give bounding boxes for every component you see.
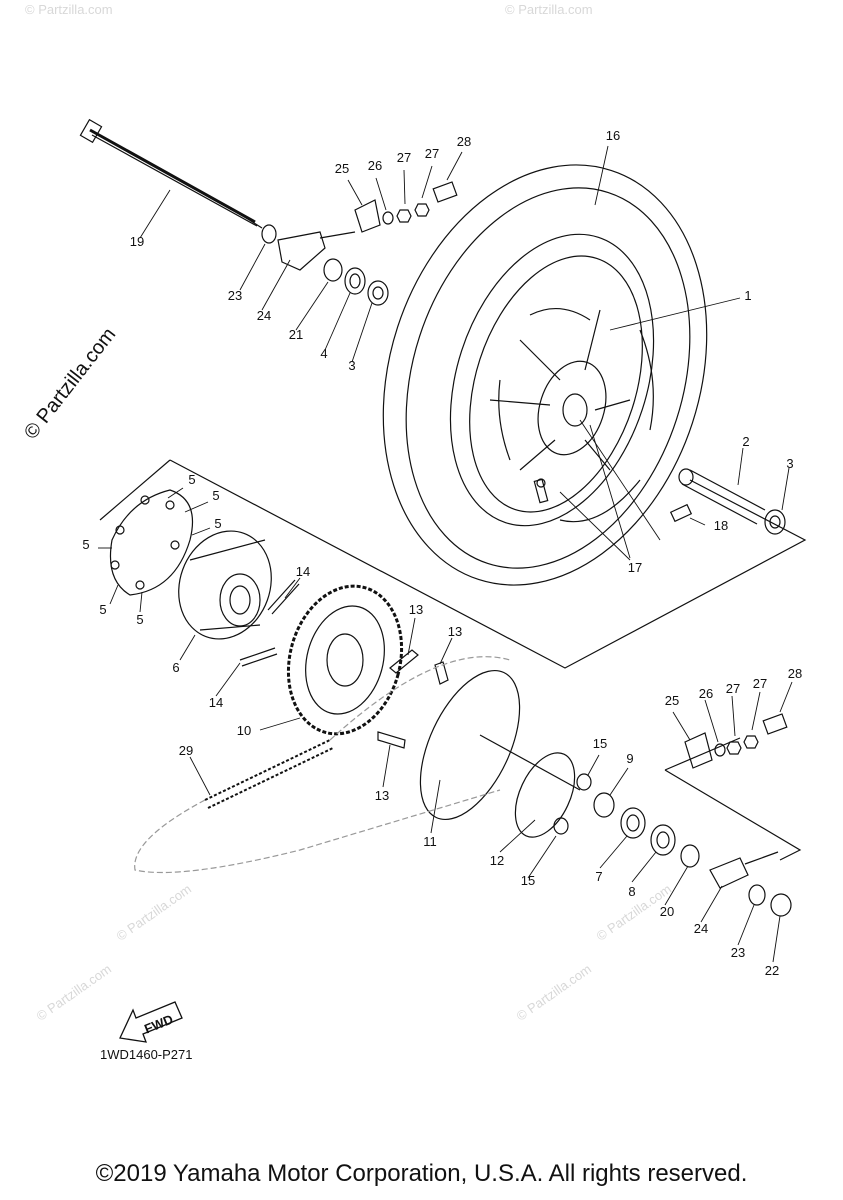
lock-washer-13a bbox=[389, 649, 419, 674]
bracket-25-top bbox=[354, 199, 381, 233]
callout-26b: 26 bbox=[699, 686, 713, 701]
watermark: © Partzilla.com bbox=[25, 2, 113, 17]
callout-13c: 13 bbox=[375, 788, 389, 803]
drive-chain-29 bbox=[204, 739, 334, 809]
callout-11: 11 bbox=[423, 834, 437, 849]
chain-adjuster-24-bottom bbox=[709, 851, 779, 889]
callout-5f: 5 bbox=[136, 612, 143, 627]
callout-10: 10 bbox=[237, 723, 251, 738]
callout-28a: 28 bbox=[457, 134, 471, 149]
collar-21 bbox=[323, 258, 343, 282]
callout-21: 21 bbox=[289, 327, 303, 342]
wheel-hub-1 bbox=[489, 307, 654, 523]
callout-8: 8 bbox=[628, 884, 635, 899]
callout-15a: 15 bbox=[593, 736, 607, 751]
oil-seal-3-right bbox=[764, 509, 786, 535]
washer-23-bottom bbox=[748, 884, 766, 906]
oil-seal-8 bbox=[650, 824, 676, 856]
lock-washer-13c bbox=[377, 731, 406, 749]
callout-labels: 1233455555567891011121313131414151516171… bbox=[82, 128, 802, 978]
chain-adjuster-24-top bbox=[277, 231, 356, 271]
watermark: © Partzilla.com bbox=[505, 2, 593, 17]
oil-seal-3-top bbox=[367, 280, 389, 306]
callout-28b: 28 bbox=[788, 666, 802, 681]
sprocket-10 bbox=[286, 584, 404, 736]
balance-weight-18 bbox=[669, 503, 693, 523]
callout-13b: 13 bbox=[448, 624, 462, 639]
spacer-2 bbox=[678, 468, 766, 525]
callout-29: 29 bbox=[179, 743, 193, 758]
bearing-7 bbox=[620, 807, 646, 839]
nut-15-top bbox=[576, 773, 592, 791]
callout-17: 17 bbox=[628, 560, 642, 575]
valve-stem-17 bbox=[533, 478, 549, 504]
callout-5d: 5 bbox=[82, 537, 89, 552]
callout-13a: 13 bbox=[409, 602, 423, 617]
axle-19 bbox=[79, 118, 263, 229]
diagram-code: 1WD1460-P271 bbox=[100, 1047, 193, 1062]
callout-25a: 25 bbox=[335, 161, 349, 176]
nut-15-bottom bbox=[553, 817, 569, 835]
callout-23a: 23 bbox=[228, 288, 242, 303]
callout-3b: 3 bbox=[786, 456, 793, 471]
callout-16: 16 bbox=[606, 128, 620, 143]
callout-22: 22 bbox=[765, 963, 779, 978]
callout-18: 18 bbox=[714, 518, 728, 533]
callout-27a: 27 bbox=[397, 150, 411, 165]
sprocket-hub-6 bbox=[178, 530, 272, 640]
lock-washer-13b bbox=[434, 661, 449, 685]
callout-27c: 27 bbox=[726, 681, 740, 696]
stud-14-top bbox=[267, 579, 300, 615]
tire-16 bbox=[382, 164, 708, 586]
chain-guard-11 bbox=[419, 669, 521, 821]
callout-23b: 23 bbox=[731, 945, 745, 960]
assembly-outline-right bbox=[169, 459, 807, 669]
callout-25b: 25 bbox=[665, 693, 679, 708]
axle-nut-22 bbox=[770, 893, 792, 917]
callout-14b: 14 bbox=[209, 695, 223, 710]
copyright-notice: ©2019 Yamaha Motor Corporation, U.S.A. A… bbox=[95, 1160, 748, 1187]
callout-24b: 24 bbox=[694, 921, 708, 936]
callout-5c: 5 bbox=[214, 516, 221, 531]
callout-6: 6 bbox=[172, 660, 179, 675]
callout-2: 2 bbox=[742, 434, 749, 449]
leader-lines bbox=[98, 145, 793, 963]
callout-5a: 5 bbox=[188, 472, 195, 487]
callout-5e: 5 bbox=[99, 602, 106, 617]
fwd-label: FWD bbox=[142, 1012, 175, 1037]
callout-3a: 3 bbox=[348, 358, 355, 373]
callout-14a: 14 bbox=[296, 564, 310, 579]
callout-1: 1 bbox=[744, 288, 751, 303]
hub-damper-5 bbox=[109, 489, 194, 596]
callout-27d: 27 bbox=[753, 676, 767, 691]
callout-26a: 26 bbox=[368, 158, 382, 173]
callout-9: 9 bbox=[626, 751, 633, 766]
washer-23-top bbox=[261, 224, 277, 244]
callout-7: 7 bbox=[595, 869, 602, 884]
callout-4: 4 bbox=[320, 346, 327, 361]
callout-19: 19 bbox=[130, 234, 144, 249]
collar-9 bbox=[593, 792, 615, 818]
stud-14-bottom bbox=[239, 647, 278, 667]
callout-5b: 5 bbox=[212, 488, 219, 503]
fwd-arrow-icon: FWD bbox=[119, 1001, 183, 1043]
callout-12: 12 bbox=[490, 853, 504, 868]
callout-20: 20 bbox=[660, 904, 674, 919]
callout-15b: 15 bbox=[521, 873, 535, 888]
collar-20 bbox=[680, 844, 700, 868]
callout-24a: 24 bbox=[257, 308, 271, 323]
callout-27b: 27 bbox=[425, 146, 439, 161]
bearing-4 bbox=[344, 267, 366, 295]
